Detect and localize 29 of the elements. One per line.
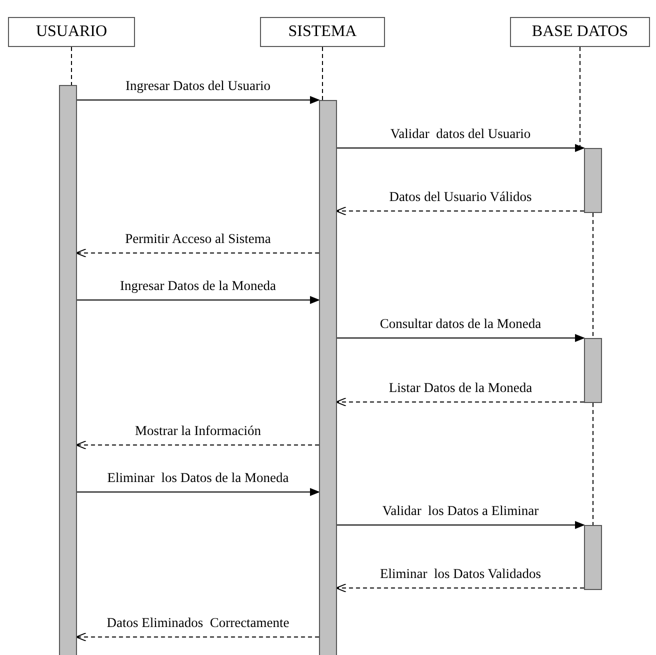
message-arrow [336,521,585,529]
lifeline [592,402,594,526]
return-message-arrow [336,584,584,592]
activation-bar [319,100,337,655]
lifeline-header-box [8,17,135,47]
lifeline [592,212,594,338]
activation-bar [584,525,602,590]
activation-bar [59,85,77,655]
lifeline-title: BASE DATOS [532,23,628,41]
message-arrow [336,144,585,152]
return-message-arrow [336,206,584,216]
message-arrow [76,296,320,304]
lifeline [322,46,323,100]
message-arrow [76,488,320,496]
lifeline-title: SISTEMA [288,23,357,41]
lifeline [71,46,72,86]
message-label: Ingresar Datos de la Moneda [118,278,278,294]
return-message-arrow [76,632,320,642]
message-label: Ingresar Datos del Usuario [123,78,273,94]
lifeline-header-box [260,17,385,47]
return-message-arrow [76,248,320,258]
lifeline-header-box [510,17,650,47]
lifeline-title: USUARIO [36,23,108,41]
message-arrow [336,334,585,342]
message-arrow [76,96,320,104]
activation-bar [584,148,602,213]
return-message-arrow [76,440,320,450]
activation-bar [584,338,602,403]
return-message-arrow [336,398,584,406]
